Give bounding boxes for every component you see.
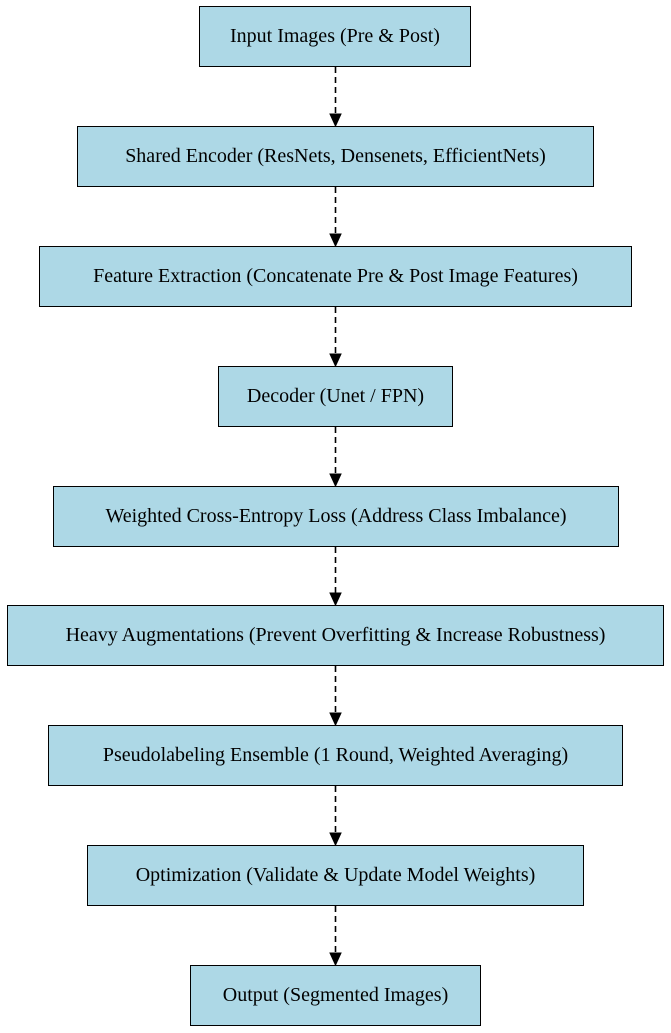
node-label: Shared Encoder (ResNets, Densenets, Effi…: [125, 145, 546, 167]
node-label: Optimization (Validate & Update Model We…: [135, 864, 536, 886]
node-decoder: Decoder (Unet / FPN): [218, 366, 453, 427]
node-label: Pseudolabeling Ensemble (1 Round, Weight…: [102, 744, 569, 766]
arrowhead-output: [329, 952, 342, 967]
arrowhead-augment: [329, 592, 342, 607]
arrowhead-loss: [329, 473, 342, 488]
node-label: Output (Segmented Images): [222, 984, 449, 1006]
node-feature: Feature Extraction (Concatenate Pre & Po…: [39, 246, 632, 307]
node-encoder: Shared Encoder (ResNets, Densenets, Effi…: [77, 126, 594, 187]
arrowhead-feature: [329, 233, 342, 248]
node-pseudo: Pseudolabeling Ensemble (1 Round, Weight…: [48, 725, 623, 786]
node-output: Output (Segmented Images): [190, 965, 481, 1026]
node-label: Decoder (Unet / FPN): [246, 385, 425, 407]
arrowhead-decoder: [329, 353, 342, 368]
node-label: Feature Extraction (Concatenate Pre & Po…: [93, 265, 578, 287]
node-label: Weighted Cross-Entropy Loss (Address Cla…: [105, 505, 567, 527]
arrowhead-optim: [329, 832, 342, 847]
node-input: Input Images (Pre & Post): [199, 6, 471, 67]
node-augment: Heavy Augmentations (Prevent Overfitting…: [7, 605, 664, 666]
node-optim: Optimization (Validate & Update Model We…: [87, 845, 584, 906]
node-loss: Weighted Cross-Entropy Loss (Address Cla…: [53, 486, 619, 547]
arrowhead-pseudo: [329, 712, 342, 727]
node-label: Heavy Augmentations (Prevent Overfitting…: [65, 624, 606, 646]
arrowhead-encoder: [329, 113, 342, 128]
node-label: Input Images (Pre & Post): [230, 25, 440, 47]
